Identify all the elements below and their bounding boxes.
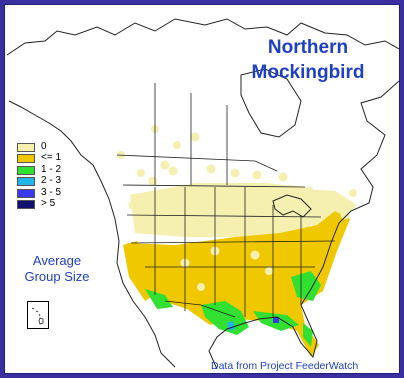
legend-swatch xyxy=(17,165,35,175)
range-blue-spot-2 xyxy=(273,317,279,323)
legend-label: <= 1 xyxy=(41,152,62,164)
range-map xyxy=(6,18,399,370)
legend-swatch xyxy=(17,188,35,198)
legend-label: 1 - 2 xyxy=(41,163,62,175)
boundary-lines xyxy=(116,83,336,318)
hawaii-islands-icon xyxy=(31,307,44,325)
legend-item: 3 - 5 xyxy=(13,186,103,199)
legend-label: 0 xyxy=(41,141,47,152)
range-orange-west xyxy=(123,241,157,301)
legend-label: 3 - 5 xyxy=(41,186,62,198)
legend-item: > 5 xyxy=(13,197,103,210)
data-credit: Data from Project FeederWatch xyxy=(211,360,359,372)
legend-item: 1 - 2 xyxy=(13,163,103,176)
legend-caption: Average Group Size xyxy=(9,253,105,285)
range-green-fl xyxy=(303,323,313,347)
legend: 0 <= 1 1 - 2 2 - 3 3 - 5 > 5 xyxy=(13,141,103,210)
title-line-1: Northern xyxy=(267,37,349,58)
range-orange-south xyxy=(127,211,350,357)
land-region-light xyxy=(130,183,323,237)
legend-caption-line-2: Group Size xyxy=(24,269,90,284)
legend-swatch xyxy=(17,143,35,152)
legend-item: 0 xyxy=(13,141,103,153)
legend-caption-line-1: Average xyxy=(32,253,82,268)
legend-item: <= 1 xyxy=(13,152,103,164)
hawaii-inset xyxy=(27,301,49,329)
title-line-2: Mockingbird xyxy=(251,62,365,83)
legend-label: > 5 xyxy=(41,197,56,209)
legend-item: 2 - 3 xyxy=(13,175,103,187)
map-frame: Northern Mockingbird 0 <= 1 1 - 2 2 - 3 … xyxy=(4,4,400,374)
continent-outline xyxy=(6,18,399,370)
range-green-mexico xyxy=(145,289,173,309)
hudson-bay-outline xyxy=(240,68,302,138)
range-green-se xyxy=(291,271,321,301)
legend-swatch xyxy=(17,177,35,187)
legend-swatch xyxy=(17,199,35,209)
legend-swatch xyxy=(17,154,35,164)
legend-label: 2 - 3 xyxy=(41,175,62,187)
map-title: Northern Mockingbird xyxy=(233,35,383,85)
